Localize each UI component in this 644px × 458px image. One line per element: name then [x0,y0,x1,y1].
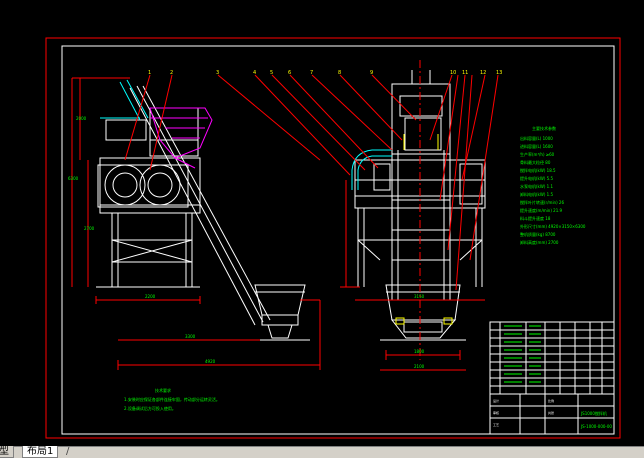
svg-text:生产率(m³/h) ≥60: 生产率(m³/h) ≥60 [520,151,555,157]
svg-text:1.安装时应保证各部件连接牢固，传动部分运转灵活。: 1.安装时应保证各部件连接牢固，传动部分运转灵活。 [124,396,220,402]
callout-2: 2 [170,70,173,76]
svg-text:搅拌电机(kW) 18.5: 搅拌电机(kW) 18.5 [520,167,556,173]
svg-text:2000: 2000 [76,116,87,121]
svg-text:3150: 3150 [414,294,425,299]
drawing-title: JS1000搅拌机 [580,410,607,416]
callout-5: 5 [270,70,273,76]
svg-text:2200: 2200 [145,294,156,299]
svg-text:6300: 6300 [68,176,79,181]
callout-1: 1 [148,70,151,76]
svg-text:2700: 2700 [84,226,95,231]
svg-text:共张: 共张 [548,410,554,415]
drawing-code: JS-1000-000-00 [580,424,612,429]
svg-text:水泵电机(kW) 1.1: 水泵电机(kW) 1.1 [520,183,553,189]
callout-8: 8 [338,70,341,76]
svg-text:比例: 比例 [548,398,554,403]
callout-4: 4 [253,70,256,76]
svg-text:提升速度(m/min) 21.9: 提升速度(m/min) 21.9 [520,207,563,213]
bom-entries [504,325,541,383]
svg-text:外形尺寸(mm) 4920×3150×6300: 外形尺寸(mm) 4920×3150×6300 [520,223,586,229]
notes-title: 技术要求 [155,387,171,393]
title-block-text: JS1000搅拌机 JS-1000-000-00 [580,410,612,429]
spec-block: 主要技术参数 出料容量(L) 1000 进料容量(L) 1600 生产率(m³/… [520,125,586,245]
spec-title: 主要技术参数 [532,125,556,131]
svg-text:工艺: 工艺 [493,422,499,427]
drawing-svg: 6300 2000 2700 2200 4920 3300 [45,37,621,439]
svg-text:骨料最大粒径 80: 骨料最大粒径 80 [520,159,551,165]
svg-text:卸料电机(kW) 1.5: 卸料电机(kW) 1.5 [520,191,553,197]
svg-text:提升电机(kW) 5.5: 提升电机(kW) 5.5 [520,175,553,181]
layout-tab-bar: 型 布局1 / [0,446,644,458]
callout-7: 7 [310,70,313,76]
side-elevation-view: 6300 2000 2700 2200 4920 3300 [68,74,321,370]
callout-11: 11 [462,70,468,76]
tab-model[interactable]: 型 [0,446,14,458]
front-elevation-view: 1800 2100 3150 [254,60,499,371]
tab-layout1[interactable]: 布局1 [22,446,59,458]
cad-model-space[interactable]: 6300 2000 2700 2200 4920 3300 [0,0,644,446]
svg-text:出料容量(L) 1000: 出料容量(L) 1000 [520,135,553,141]
svg-text:2100: 2100 [414,364,425,369]
svg-text:进料容量(L) 1600: 进料容量(L) 1600 [520,143,553,149]
callout-6: 6 [288,70,291,76]
svg-text:3300: 3300 [185,334,196,339]
callout-10: 10 [450,70,456,76]
title-block-signatures: 设计 审核 工艺 比例 共张 [493,398,554,427]
svg-text:搅拌叶片转速(r/min) 26: 搅拌叶片转速(r/min) 26 [520,199,564,205]
sheet-frame [45,37,621,439]
svg-text:整机质量(kg) 8700: 整机质量(kg) 8700 [520,231,556,237]
drawing-border [61,45,615,435]
callout-9: 9 [370,70,373,76]
svg-text:1800: 1800 [414,349,425,354]
tab-scroll[interactable]: / [66,446,70,457]
svg-text:设计: 设计 [493,398,499,403]
callout-numbers: 1 2 3 4 5 6 7 8 9 10 11 12 13 [148,70,502,76]
callout-13: 13 [496,70,502,76]
svg-text:2.设备调试后方可投入使用。: 2.设备调试后方可投入使用。 [124,405,176,411]
title-block [489,321,615,435]
svg-text:料斗提升速度 18: 料斗提升速度 18 [520,215,551,221]
svg-text:4920: 4920 [205,359,216,364]
notes-block: 技术要求 1.安装时应保证各部件连接牢固，传动部分运转灵活。 2.设备调试后方可… [124,387,220,411]
callout-12: 12 [480,70,486,76]
callout-3: 3 [216,70,219,76]
svg-text:审核: 审核 [493,410,499,415]
svg-text:卸料高度(mm) 2700: 卸料高度(mm) 2700 [520,239,559,245]
